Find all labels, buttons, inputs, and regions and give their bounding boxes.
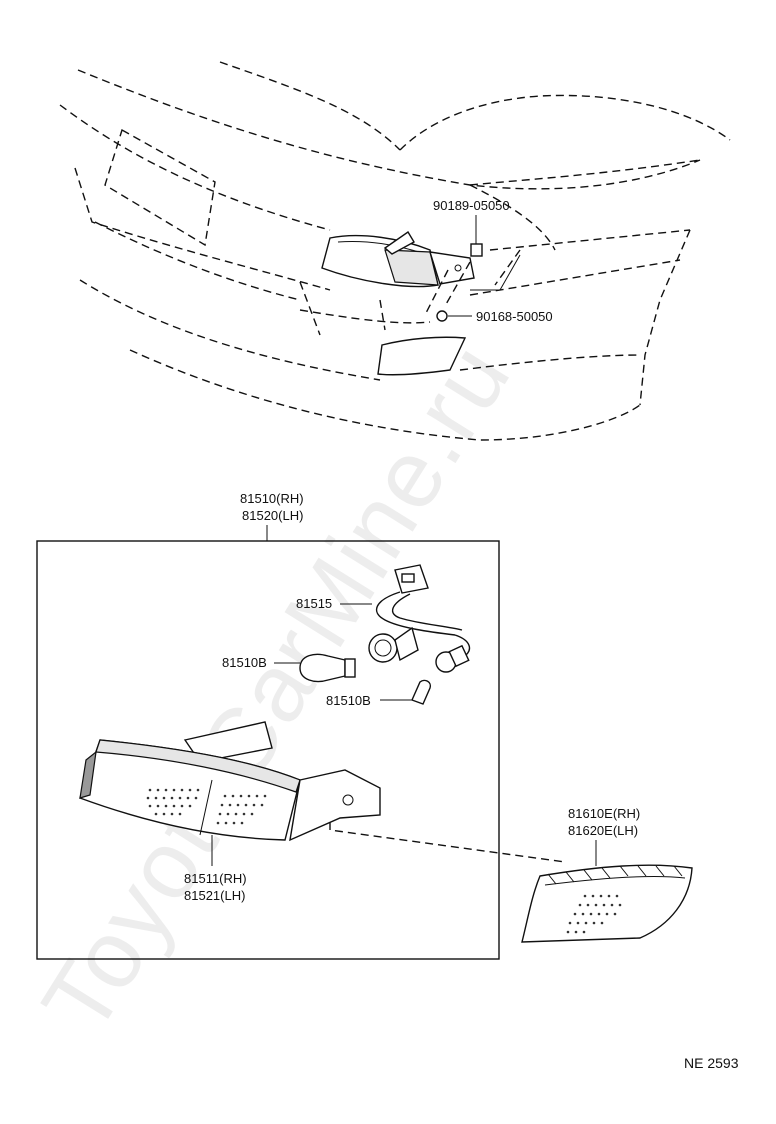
label-90189-05050: 90189-05050 bbox=[433, 198, 510, 213]
marker-texture bbox=[566, 894, 622, 934]
side-marker-81610e bbox=[521, 864, 693, 943]
bulb-81510b-small bbox=[411, 679, 432, 705]
assembly-box bbox=[36, 540, 500, 960]
installed-lamp-assembly bbox=[321, 230, 475, 288]
label-81511-rh: 81511(RH) bbox=[184, 871, 247, 886]
nut-90189-05050 bbox=[470, 243, 483, 257]
label-81510b-2: 81510B bbox=[326, 693, 371, 708]
label-81520-lh: 81520(LH) bbox=[242, 508, 303, 523]
diagram-code: NE 2593 bbox=[684, 1055, 739, 1071]
label-81515: 81515 bbox=[296, 596, 332, 611]
bulb-81510b-large bbox=[299, 653, 356, 683]
car-body-outline bbox=[59, 61, 731, 441]
label-81610e-rh: 81610E(RH) bbox=[568, 806, 640, 821]
connector-line bbox=[329, 822, 566, 863]
lens-texture-right bbox=[216, 794, 267, 825]
socket-wire-81515 bbox=[368, 564, 471, 673]
label-81510-rh: 81510(RH) bbox=[240, 491, 304, 506]
lamp-lens-81511 bbox=[79, 721, 381, 842]
mounting-hardware bbox=[424, 215, 521, 322]
label-81620e-lh: 81620E(LH) bbox=[568, 823, 638, 838]
label-81510b-1: 81510B bbox=[222, 655, 267, 670]
lens-texture-left bbox=[146, 788, 200, 816]
label-81521-lh: 81521(LH) bbox=[184, 888, 245, 903]
watermark: ToyotaCarMine.ru bbox=[22, 325, 531, 1051]
label-90168-50050: 90168-50050 bbox=[476, 309, 553, 324]
screw-90168-50050 bbox=[436, 310, 448, 322]
installed-side-marker bbox=[377, 336, 467, 376]
